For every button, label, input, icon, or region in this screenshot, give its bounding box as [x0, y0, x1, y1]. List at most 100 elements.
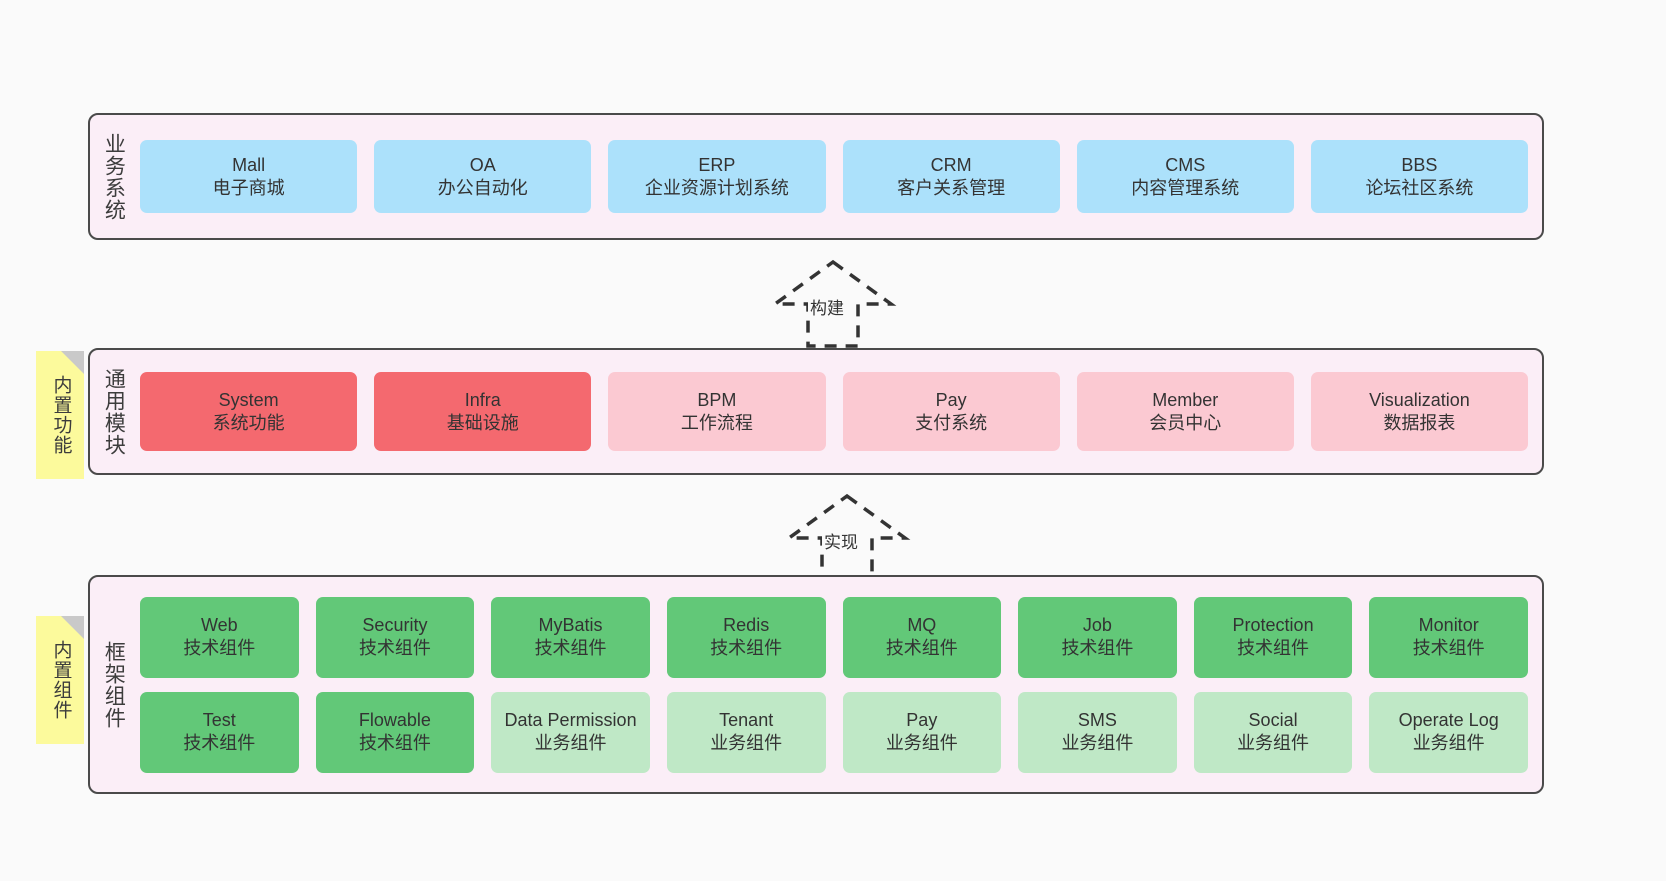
node-mq[interactable]: MQ 技术组件: [842, 596, 1002, 678]
node-oa[interactable]: OA 办公自动化: [374, 140, 592, 213]
node-title: CMS: [1165, 154, 1206, 175]
layer-title-business-systems: 业务系统: [102, 132, 126, 221]
node-title: Visualization: [1369, 389, 1470, 410]
node-data-permission[interactable]: Data Permission 业务组件: [491, 691, 650, 773]
node-mybatis[interactable]: MyBatis 技术组件: [491, 596, 650, 678]
sticky-note-label: 内置组件: [50, 640, 72, 720]
node-job[interactable]: Job 技术组件: [1018, 596, 1177, 678]
node-title: Flowable: [358, 710, 431, 731]
node-title: Security: [362, 615, 428, 636]
node-title: Operate Log: [1398, 710, 1499, 731]
node-subtitle: 技术组件: [1237, 638, 1310, 658]
layer-title-framework-components: 框架组件: [102, 640, 126, 729]
node-security[interactable]: Security 技术组件: [315, 596, 475, 678]
node-subtitle: 技术组件: [534, 638, 607, 658]
node-subtitle: 论坛社区系统: [1365, 177, 1474, 198]
node-redis[interactable]: Redis 技术组件: [666, 596, 826, 678]
layer-common-modules: 通用模块 System 系统功能 Infra 基础设施 BPM 工作流程 Pay…: [88, 348, 1544, 475]
node-bbs[interactable]: BBS 论坛社区系统: [1310, 140, 1529, 213]
layer-body-common-modules: System 系统功能 Infra 基础设施 BPM 工作流程 Pay 支付系统…: [136, 350, 1542, 473]
node-subtitle: 会员中心: [1149, 412, 1222, 433]
node-flowable[interactable]: Flowable 技术组件: [315, 691, 475, 773]
node-system[interactable]: System 系统功能: [140, 372, 358, 451]
node-subtitle: 技术组件: [710, 638, 783, 658]
node-crm[interactable]: CRM 客户关系管理: [842, 140, 1060, 213]
node-member[interactable]: Member 会员中心: [1076, 372, 1294, 451]
layer-title-common-modules: 通用模块: [102, 367, 126, 456]
node-title: Social: [1248, 710, 1298, 731]
node-subtitle: 技术组件: [885, 638, 958, 658]
node-visualization[interactable]: Visualization 数据报表: [1310, 372, 1529, 451]
layer-row: Web 技术组件 Security 技术组件 MyBatis 技术组件 Redi…: [140, 596, 1528, 678]
arrow-label-build: 构建: [808, 294, 846, 319]
sticky-note-label: 内置功能: [50, 375, 72, 455]
node-pay-component[interactable]: Pay 业务组件: [842, 691, 1002, 773]
node-subtitle: 业务组件: [710, 733, 783, 753]
node-subtitle: 技术组件: [1061, 638, 1134, 658]
node-pay[interactable]: Pay 支付系统: [842, 372, 1060, 451]
arrow-outline-path: [769, 259, 897, 348]
node-subtitle: 技术组件: [183, 733, 256, 753]
node-subtitle: 业务组件: [534, 733, 607, 753]
node-title: Pay: [906, 710, 938, 731]
node-tenant[interactable]: Tenant 业务组件: [666, 691, 826, 773]
arrow-implement: 实现: [762, 492, 932, 582]
node-title: SMS: [1077, 710, 1117, 731]
node-title: BPM: [697, 389, 737, 410]
node-social[interactable]: Social 业务组件: [1193, 691, 1353, 773]
node-web[interactable]: Web 技术组件: [140, 596, 299, 678]
node-subtitle: 基础设施: [446, 412, 519, 433]
node-sms[interactable]: SMS 业务组件: [1018, 691, 1177, 773]
node-title: Member: [1152, 389, 1219, 410]
node-title: BBS: [1401, 154, 1438, 175]
node-title: Redis: [723, 615, 770, 636]
node-subtitle: 内容管理系统: [1131, 177, 1240, 198]
node-subtitle: 工作流程: [680, 412, 753, 433]
node-title: ERP: [698, 154, 736, 175]
node-title: Protection: [1232, 615, 1314, 636]
sticky-note-builtin-functions: 内置功能: [36, 351, 84, 479]
layer-row: Mall 电子商城 OA 办公自动化 ERP 企业资源计划系统 CRM 客户关系…: [140, 140, 1529, 213]
node-test[interactable]: Test 技术组件: [140, 691, 299, 773]
node-title: Job: [1082, 615, 1112, 636]
node-subtitle: 技术组件: [183, 638, 256, 658]
node-subtitle: 技术组件: [1412, 638, 1485, 658]
node-mall[interactable]: Mall 电子商城: [140, 140, 358, 213]
node-subtitle: 支付系统: [915, 412, 988, 433]
node-subtitle: 客户关系管理: [897, 177, 1006, 198]
layer-business-systems: 业务系统 Mall 电子商城 OA 办公自动化 ERP 企业资源计划系统 CRM…: [88, 113, 1544, 240]
node-subtitle: 技术组件: [358, 638, 431, 658]
node-title: Monitor: [1418, 615, 1479, 636]
node-title: MyBatis: [538, 615, 603, 636]
node-title: CRM: [930, 154, 972, 175]
node-subtitle: 技术组件: [358, 733, 431, 753]
node-infra[interactable]: Infra 基础设施: [374, 372, 592, 451]
node-bpm[interactable]: BPM 工作流程: [608, 372, 826, 451]
layer-row: Test 技术组件 Flowable 技术组件 Data Permission …: [140, 691, 1528, 773]
node-subtitle: 企业资源计划系统: [644, 177, 789, 198]
node-title: OA: [469, 154, 496, 175]
arrow-label-implement: 实现: [822, 528, 860, 553]
node-subtitle: 业务组件: [1237, 733, 1310, 753]
node-subtitle: 系统功能: [212, 412, 285, 433]
node-subtitle: 业务组件: [885, 733, 958, 753]
node-protection[interactable]: Protection 技术组件: [1193, 596, 1353, 678]
node-title: Test: [202, 710, 236, 731]
node-title: Infra: [464, 389, 501, 410]
node-title: Web: [200, 615, 238, 636]
layer-row: System 系统功能 Infra 基础设施 BPM 工作流程 Pay 支付系统…: [140, 372, 1529, 451]
layer-body-framework-components: Web 技术组件 Security 技术组件 MyBatis 技术组件 Redi…: [136, 577, 1542, 792]
node-subtitle: 数据报表: [1383, 412, 1456, 433]
node-subtitle: 业务组件: [1412, 733, 1485, 753]
node-title: Mall: [232, 154, 266, 175]
node-cms[interactable]: CMS 内容管理系统: [1076, 140, 1294, 213]
node-operate-log[interactable]: Operate Log 业务组件: [1369, 691, 1528, 773]
node-title: Data Permission: [504, 710, 637, 731]
node-erp[interactable]: ERP 企业资源计划系统: [608, 140, 826, 213]
node-monitor[interactable]: Monitor 技术组件: [1369, 596, 1528, 678]
node-title: MQ: [907, 615, 937, 636]
node-subtitle: 办公自动化: [437, 177, 528, 198]
layer-framework-components: 框架组件 Web 技术组件 Security 技术组件 MyBatis 技术组件…: [88, 575, 1544, 794]
layer-body-business-systems: Mall 电子商城 OA 办公自动化 ERP 企业资源计划系统 CRM 客户关系…: [136, 115, 1542, 238]
